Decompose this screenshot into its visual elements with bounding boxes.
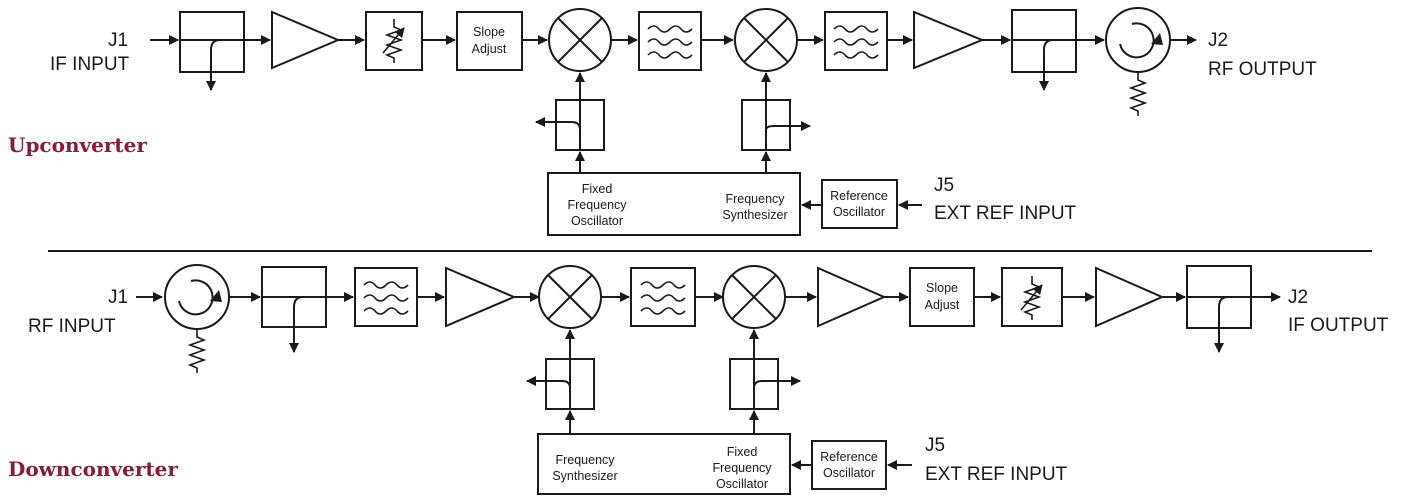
down-amplifier-2: [817, 266, 887, 328]
down-input-port-name: RF INPUT: [28, 316, 116, 337]
up-input-port-label: J1: [108, 30, 128, 51]
up-synthesizer-label-1: Frequency: [725, 192, 785, 206]
down-slope-adjust: Slope Adjust: [909, 267, 975, 327]
up-input-coupler: [179, 11, 245, 91]
up-amplifier-2: [913, 10, 985, 70]
down-reference-oscillator-label-1: Reference: [820, 450, 878, 464]
down-mixer-1: [538, 265, 602, 329]
up-synthesizer-label-2: Synthesizer: [722, 208, 787, 222]
up-output-port-name: RF OUTPUT: [1208, 59, 1317, 80]
down-synthesizer-label-1: Frequency: [555, 453, 615, 467]
down-amplifier-3: [1095, 266, 1165, 328]
down-fixed-oscillator-label-1: Fixed: [727, 445, 758, 459]
upconverter-title: Upconverter: [8, 133, 147, 157]
up-bandpass-filter-1: [638, 11, 702, 71]
down-output-port-name: IF OUTPUT: [1288, 315, 1389, 336]
up-input-port-name: IF INPUT: [50, 54, 130, 75]
down-mixer-2: [722, 265, 786, 329]
down-bandpass-filter-2: [630, 267, 696, 327]
up-lo-coupler-2: [741, 99, 811, 151]
up-slope-adjust: Slope Adjust: [456, 11, 523, 71]
down-output-coupler: [1186, 265, 1252, 353]
up-oscillator-group: Fixed Frequency Oscillator Frequency Syn…: [547, 151, 801, 236]
up-ext-ref-port-label: J5: [934, 175, 954, 196]
down-output-port-label: J2: [1288, 287, 1308, 308]
down-fixed-oscillator-label-2: Frequency: [712, 461, 772, 475]
upconverter-diagram: Upconverter J1 IF INPUT Slope Adjust: [8, 7, 1317, 236]
down-reference-oscillator: Reference Oscillator: [811, 440, 887, 490]
up-ext-ref-port-name: EXT REF INPUT: [934, 203, 1077, 224]
downconverter-title: Downconverter: [8, 457, 178, 481]
up-reference-oscillator-label-2: Oscillator: [833, 205, 885, 219]
down-lo-coupler-2: [729, 358, 801, 410]
up-fixed-oscillator-label-3: Oscillator: [571, 214, 623, 228]
up-slope-adjust-label-1: Slope: [473, 25, 505, 39]
up-mixer-2: [734, 8, 798, 72]
up-fixed-oscillator-label-2: Frequency: [567, 198, 627, 212]
up-reference-oscillator: Reference Oscillator: [821, 179, 898, 229]
up-lo-coupler-1: [535, 99, 605, 151]
up-fixed-oscillator-label-1: Fixed: [582, 182, 613, 196]
down-input-coupler: [261, 266, 327, 353]
down-ext-ref-port-label: J5: [925, 435, 945, 456]
up-output-coupler: [1011, 9, 1077, 91]
up-slope-adjust-label-2: Adjust: [472, 42, 507, 56]
up-mixer-1: [548, 8, 612, 72]
up-circulator: [1105, 7, 1171, 117]
down-synthesizer-label-2: Synthesizer: [552, 469, 617, 483]
down-lo-coupler-1: [526, 358, 595, 410]
down-circulator: [164, 264, 230, 374]
down-slope-adjust-label-1: Slope: [926, 281, 958, 295]
down-fixed-oscillator-label-3: Oscillator: [716, 477, 768, 491]
up-bandpass-filter-2: [824, 11, 888, 71]
down-amplifier-1: [445, 266, 517, 328]
down-bandpass-filter-1: [354, 267, 418, 327]
downconverter-diagram: Downconverter J1 RF INPUT: [8, 264, 1389, 495]
down-ext-ref-port-name: EXT REF INPUT: [925, 464, 1068, 485]
up-reference-oscillator-label-1: Reference: [830, 189, 888, 203]
down-attenuator: [1001, 267, 1063, 327]
down-input-port-label: J1: [108, 287, 128, 308]
up-attenuator: [365, 11, 423, 71]
up-amplifier-1: [271, 10, 341, 70]
down-reference-oscillator-label-2: Oscillator: [823, 466, 875, 480]
down-slope-adjust-label-2: Adjust: [925, 298, 960, 312]
down-oscillator-group: Frequency Synthesizer Fixed Frequency Os…: [537, 410, 791, 495]
up-output-port-label: J2: [1208, 30, 1228, 51]
